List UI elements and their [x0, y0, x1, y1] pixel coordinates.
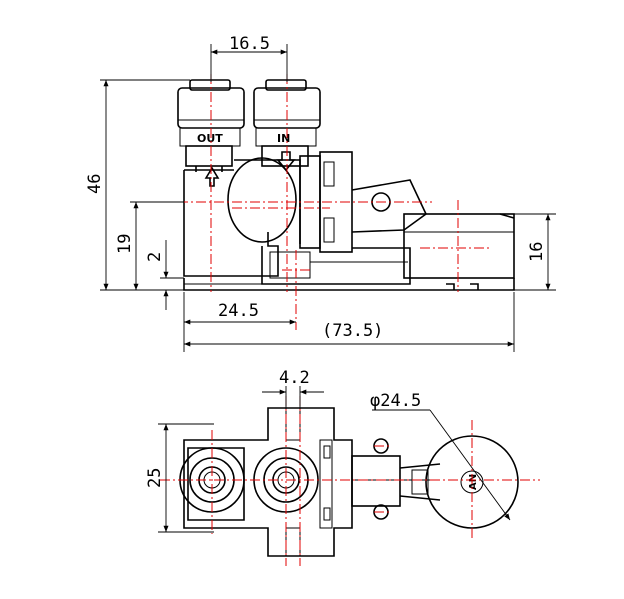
- dim-overall-length-label: (73.5): [322, 321, 383, 341]
- dim-lever-height: [514, 213, 556, 291]
- dim-mount-height: [130, 201, 184, 290]
- top-float: [411, 435, 519, 529]
- base-plate: [183, 278, 515, 291]
- front-centerlines: [160, 74, 490, 330]
- dim-slot-width-label: 4.2: [279, 368, 310, 388]
- dim-body-width-label: 25: [145, 468, 165, 488]
- top-view: AN 4.2 φ24.5: [145, 368, 540, 566]
- in-label: IN: [277, 132, 290, 145]
- dim-port-pitch-label: 16.5: [229, 34, 270, 54]
- dim-body-width: [158, 423, 214, 533]
- dim-float-diameter-label: φ24.5: [370, 391, 421, 411]
- dim-mount-height-label: 19: [115, 234, 135, 254]
- float-mark: AN: [468, 474, 479, 490]
- dim-base-step: [160, 240, 184, 310]
- dim-overall-length: [184, 292, 515, 352]
- front-view: OUT IN: [85, 34, 556, 352]
- dim-slot-width: [262, 386, 324, 408]
- dim-port-offset-label: 24.5: [218, 301, 259, 321]
- dim-float-diameter: [372, 409, 511, 521]
- dim-lever-height-label: 16: [527, 242, 547, 262]
- top-body: [183, 407, 353, 557]
- dim-base-step-label: 2: [145, 252, 165, 262]
- dim-port-pitch: [210, 44, 288, 82]
- dim-total-height: [100, 79, 190, 291]
- dim-total-height-label: 46: [85, 174, 105, 194]
- out-label: OUT: [197, 132, 223, 145]
- valve-body: [183, 151, 515, 285]
- top-centerlines: [160, 396, 540, 566]
